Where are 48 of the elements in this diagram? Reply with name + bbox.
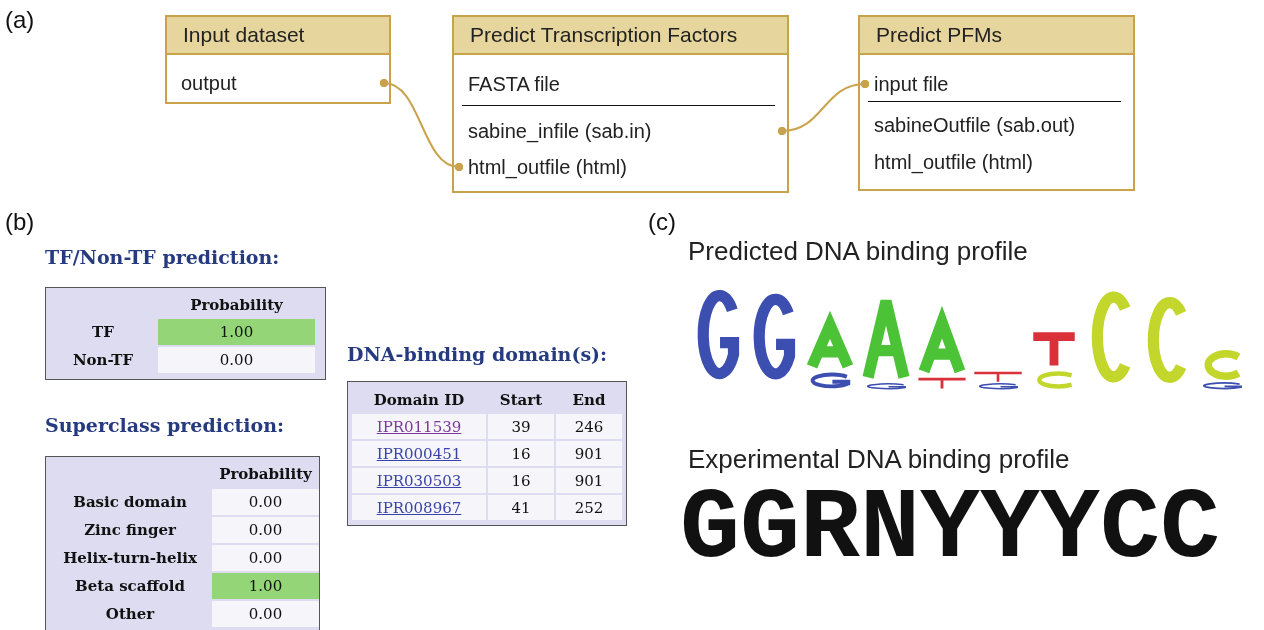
- tool-box: [165, 15, 391, 104]
- table-cell: 16: [488, 441, 554, 466]
- port-row: html_outfile (html): [860, 145, 1133, 179]
- profile-title: Predicted DNA binding profile: [688, 234, 1029, 268]
- row-header: Non-TF: [71, 350, 135, 371]
- link: IPR000451: [376, 444, 462, 463]
- box-header: Predict PFMs: [860, 17, 1133, 55]
- table-cell: 0.00: [212, 601, 319, 627]
- table-cell: 41: [488, 495, 554, 520]
- table-cell: 0.00: [212, 517, 319, 543]
- panel-letter: (c): [648, 207, 677, 237]
- tool-box: [452, 15, 789, 193]
- panel-letter: (b): [5, 207, 36, 237]
- row-header: TF: [91, 322, 115, 343]
- table-cell: 1.00: [158, 319, 315, 345]
- column-header: End: [571, 389, 607, 411]
- table-cell: 901: [556, 468, 622, 493]
- link: IPR030503: [376, 471, 462, 490]
- column-header: Probability: [189, 295, 284, 316]
- link: IPR011539: [376, 417, 462, 436]
- row-header: Helix-turn-helix: [62, 548, 198, 569]
- table-cell: 16: [488, 468, 554, 493]
- row-header: Other: [104, 604, 156, 625]
- row-header: Basic domain: [72, 492, 188, 513]
- column-header: Start: [498, 389, 544, 411]
- table-cell: 901: [556, 441, 622, 466]
- column-header: Domain ID: [372, 389, 466, 411]
- port-row: sabineOutfile (sab.out): [860, 108, 1133, 142]
- table-cell: 39: [488, 414, 554, 439]
- box-header: Predict Transcription Factors: [454, 17, 787, 55]
- table-cell: 0.00: [212, 545, 319, 571]
- row-header: Zinc finger: [83, 520, 177, 541]
- column-header: Probability: [218, 464, 313, 485]
- table-cell: 246: [556, 414, 622, 439]
- tool-box: [858, 15, 1135, 191]
- section-heading: DNA-binding domain(s):: [347, 342, 609, 367]
- profile-title: Experimental DNA binding profile: [688, 442, 1071, 476]
- consensus-sequence: GGRNYYYCC: [680, 482, 1222, 577]
- section-heading: Superclass prediction:: [45, 413, 285, 438]
- section-heading: TF/Non-TF prediction:: [45, 245, 281, 270]
- table-cell: 0.00: [158, 347, 315, 373]
- panel-letter: (a): [5, 5, 36, 35]
- table-cell: 0.00: [212, 489, 319, 515]
- row-header: Beta scaffold: [74, 576, 186, 597]
- box-header: Input dataset: [167, 17, 389, 55]
- link: IPR008967: [376, 498, 462, 517]
- table-cell: 252: [556, 495, 622, 520]
- table-cell: 1.00: [212, 573, 319, 599]
